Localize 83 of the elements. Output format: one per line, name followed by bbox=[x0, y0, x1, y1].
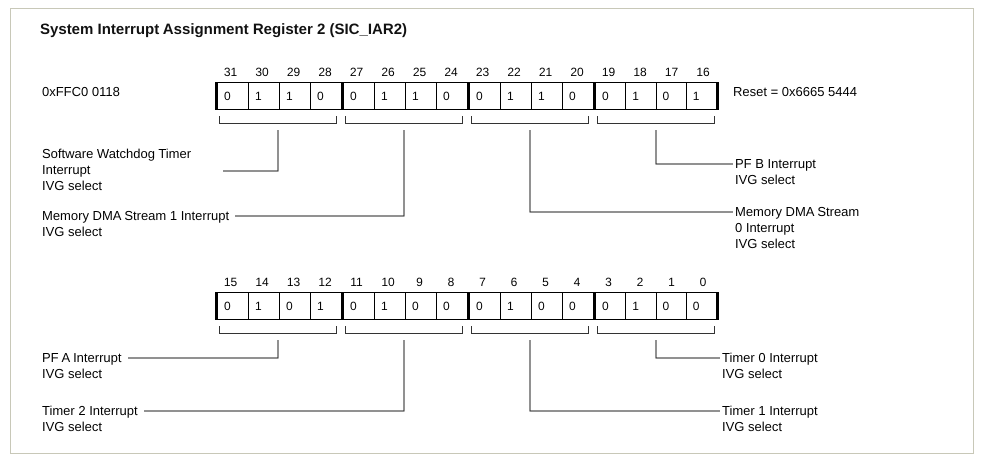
bit-value: 0 bbox=[223, 88, 232, 105]
bit-number: 14 bbox=[254, 275, 270, 289]
leader-line bbox=[128, 340, 278, 358]
bit-number: 6 bbox=[510, 275, 518, 289]
bit-number: 18 bbox=[632, 65, 648, 79]
bit-value: 1 bbox=[625, 293, 656, 319]
bit-number: 23 bbox=[474, 65, 490, 79]
bit-value: 0 bbox=[686, 293, 716, 319]
field-description: Software Watchdog Timer Interrupt IVG select bbox=[42, 146, 217, 194]
bit-number: 1 bbox=[667, 275, 676, 289]
bit-value: 0 bbox=[349, 88, 358, 105]
bit-value: 0 bbox=[601, 88, 610, 105]
bit-number: 4 bbox=[572, 275, 582, 289]
bit-value: 1 bbox=[248, 293, 279, 319]
leader-line bbox=[656, 340, 720, 358]
field-description: Timer 0 Interrupt IVG select bbox=[722, 350, 818, 382]
bit-number: 7 bbox=[478, 275, 487, 289]
bit-number: 13 bbox=[286, 275, 302, 289]
bit-number: 26 bbox=[380, 65, 396, 79]
bit-value: 0 bbox=[349, 298, 358, 315]
bit-number: 16 bbox=[695, 65, 711, 79]
field-description: PF B Interrupt IVG select bbox=[735, 156, 816, 188]
bit-value: 1 bbox=[248, 83, 279, 109]
leader-line bbox=[222, 130, 278, 172]
leader-line bbox=[144, 340, 404, 412]
bit-value: 0 bbox=[475, 88, 484, 105]
field-description: Timer 2 Interrupt IVG select bbox=[42, 403, 138, 435]
bit-value: 1 bbox=[500, 293, 531, 319]
bit-value: 1 bbox=[531, 83, 562, 109]
leader-line bbox=[656, 130, 734, 164]
bit-number: 20 bbox=[569, 65, 585, 79]
bit-number: 5 bbox=[541, 275, 550, 289]
field-description: Memory DMA Stream 1 Interrupt IVG select bbox=[42, 208, 230, 240]
bit-value: 0 bbox=[223, 298, 232, 315]
bit-value: 1 bbox=[310, 293, 341, 319]
bit-value: 1 bbox=[279, 83, 310, 109]
field-description: PF A Interrupt IVG select bbox=[42, 350, 122, 382]
bit-value: 1 bbox=[374, 83, 405, 109]
bit-value: 0 bbox=[656, 83, 686, 109]
bit-value: 1 bbox=[374, 293, 405, 319]
bit-number: 3 bbox=[604, 275, 613, 289]
bit-number: 15 bbox=[222, 275, 238, 289]
bit-number: 8 bbox=[446, 275, 456, 289]
diagram-title: System Interrupt Assignment Register 2 (SIC_IAR2) bbox=[40, 20, 408, 40]
bit-number: 22 bbox=[506, 65, 522, 79]
bit-number: 10 bbox=[380, 275, 396, 289]
bit-value: 0 bbox=[562, 293, 593, 319]
bit-number: 12 bbox=[317, 275, 333, 289]
bit-number: 25 bbox=[412, 65, 428, 79]
leader-line bbox=[530, 130, 734, 212]
bit-value: 0 bbox=[405, 293, 436, 319]
bit-number: 30 bbox=[254, 65, 270, 79]
field-description: Memory DMA Stream 0 Interrupt IVG select bbox=[735, 204, 860, 252]
bit-number: 19 bbox=[600, 65, 616, 79]
bit-number: 31 bbox=[222, 65, 238, 79]
bit-value: 0 bbox=[531, 293, 562, 319]
bit-value: 0 bbox=[601, 298, 610, 315]
bit-number: 0 bbox=[698, 275, 708, 289]
bit-number: 27 bbox=[348, 65, 364, 79]
bit-value: 0 bbox=[436, 293, 467, 319]
bit-number: 29 bbox=[286, 65, 302, 79]
bit-value: 1 bbox=[500, 83, 531, 109]
bit-value: 0 bbox=[279, 293, 310, 319]
bit-value: 1 bbox=[686, 83, 716, 109]
bit-number: 28 bbox=[317, 65, 333, 79]
register-label: 0xFFC0 0118 bbox=[42, 84, 120, 100]
bit-number: 2 bbox=[636, 275, 644, 289]
bit-number: 9 bbox=[415, 275, 424, 289]
bit-value: 1 bbox=[405, 83, 436, 109]
bit-value: 1 bbox=[625, 83, 656, 109]
field-description: Timer 1 Interrupt IVG select bbox=[722, 403, 818, 435]
register-label: Reset = 0x6665 5444 bbox=[733, 84, 857, 100]
bit-value: 0 bbox=[656, 293, 686, 319]
bit-number: 17 bbox=[664, 65, 680, 79]
bit-value: 0 bbox=[562, 83, 593, 109]
bit-number: 11 bbox=[349, 275, 364, 289]
leader-line bbox=[234, 130, 404, 216]
bit-value: 0 bbox=[436, 83, 467, 109]
bit-number: 21 bbox=[538, 65, 554, 79]
leader-line bbox=[530, 340, 720, 412]
bit-value: 0 bbox=[475, 298, 484, 315]
bit-number: 24 bbox=[443, 65, 459, 79]
bit-value: 0 bbox=[310, 83, 341, 109]
